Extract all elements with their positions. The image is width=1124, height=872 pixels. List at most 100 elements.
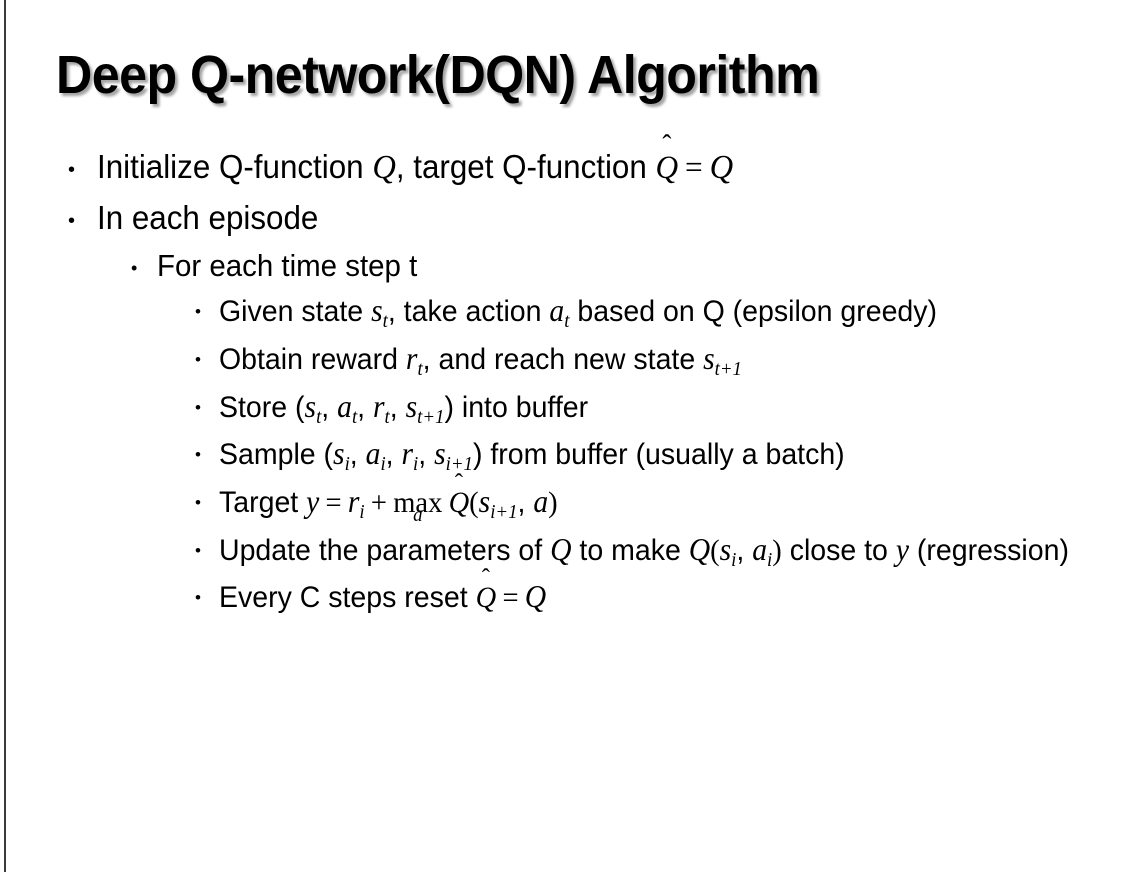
math-r: r [401, 436, 414, 472]
text-segment: , [517, 485, 534, 519]
text-segment: to make [571, 533, 689, 567]
math-q-hat: Q̂ [476, 578, 497, 617]
bullet-item-in-each-episode: • In each episode [0, 197, 1124, 239]
math-a: a [752, 531, 768, 567]
math-equals: = [502, 581, 519, 615]
bullet-marker: • [195, 540, 201, 560]
math-subscript: t [384, 405, 390, 428]
math-paren-open: ( [469, 485, 479, 519]
math-q: Q [372, 148, 396, 186]
bullet-marker: • [195, 349, 201, 369]
math-subscript: t [316, 405, 322, 428]
math-y: y [306, 483, 320, 519]
text-segment: , [389, 390, 406, 424]
bullet-item-update-parameters: • Update the parameters of Q to make Q(s… [0, 530, 1124, 574]
math-subscript: i [731, 548, 737, 571]
bullet-marker: • [195, 492, 201, 512]
bullet-marker: • [195, 588, 201, 608]
math-subscript: t+1 [417, 405, 445, 428]
text-segment: , [349, 438, 366, 472]
math-subscript: i [413, 453, 419, 476]
math-subscript: t+1 [714, 357, 742, 380]
math-subscript: t [351, 405, 358, 428]
math-subscript: i [380, 453, 386, 476]
math-paren-close: ) [772, 533, 782, 567]
math-s: s [478, 483, 491, 519]
bullet-item-every-c-steps-reset: • Every C steps reset Q̂=Q [0, 577, 1124, 618]
text-segment: , [357, 390, 374, 424]
math-q-hat: Q̂ [449, 483, 470, 522]
bullet-text: Store (st, at, rt, st+1) into buffer [219, 387, 1074, 431]
math-subscript: t [564, 310, 570, 333]
math-max-limit: a [413, 504, 423, 527]
math-q-hat: Q̂ [656, 146, 679, 189]
text-segment: ) from buffer (usually a batch) [472, 438, 845, 472]
math-s: s [371, 293, 383, 329]
text-segment: , [736, 533, 753, 567]
bullet-item-given-state: • Given state st, take action at based o… [0, 291, 1124, 335]
text-segment: , [321, 390, 338, 424]
slide-left-edge [4, 0, 6, 872]
math-paren-open: ( [710, 533, 720, 567]
math-subscript: i [344, 453, 350, 476]
math-paren-close: ) [548, 485, 558, 519]
bullet-marker: • [131, 258, 138, 279]
text-segment: ) into buffer [444, 390, 589, 424]
math-a: a [337, 388, 352, 424]
math-equals: = [325, 485, 342, 519]
math-max-name: max [393, 485, 443, 519]
text-segment: Given state [219, 295, 372, 329]
bullet-item-obtain-reward: • Obtain reward rt, and reach new state … [0, 339, 1124, 383]
math-s: s [719, 531, 732, 567]
text-segment: , [385, 438, 402, 472]
text-segment: , target Q-function [395, 148, 656, 185]
bullet-text: In each episode [97, 198, 319, 236]
math-subscript: i+1 [445, 453, 473, 476]
math-q: Q [688, 531, 711, 567]
math-r: r [405, 340, 418, 376]
text-segment: Update the parameters of [219, 533, 551, 567]
bullet-item-initialize: • Initialize Q-function Q, target Q-func… [0, 146, 1124, 190]
bullet-text: Obtain reward rt, and reach new state st… [219, 339, 1074, 383]
text-segment: Store ( [219, 390, 305, 424]
math-a: a [533, 483, 549, 519]
math-q-hat-base: Q [475, 581, 497, 615]
bullet-item-store-buffer: • Store (st, at, rt, st+1) into buffer [0, 387, 1124, 431]
text-segment: based on Q (epsilon greedy) [569, 295, 938, 329]
bullet-marker: • [195, 397, 201, 417]
math-subscript: i [359, 500, 365, 523]
math-subscript: t [382, 310, 388, 333]
text-segment: , take action [387, 295, 550, 329]
bullet-marker: • [195, 445, 201, 465]
math-s: s [434, 436, 446, 472]
math-a: a [549, 293, 565, 329]
math-q-hat-base: Q [448, 485, 470, 519]
text-segment: Sample ( [219, 438, 334, 472]
text-segment: Every C steps reset [219, 581, 476, 615]
math-y: y [895, 531, 909, 567]
text-segment: Obtain reward [219, 342, 406, 376]
math-q: Q [550, 531, 572, 567]
text-segment: Target [219, 485, 307, 519]
math-q: Q [524, 579, 547, 615]
page-title: Deep Q-network(DQN) Algorithm [56, 45, 820, 105]
slide-body: • Initialize Q-function Q, target Q-func… [0, 146, 1124, 622]
math-subscript: t [417, 357, 423, 380]
bullet-text: Every C steps reset Q̂=Q [219, 577, 1074, 618]
math-subscript: i [767, 548, 773, 571]
bullet-text: Update the parameters of Q to make Q(si,… [219, 530, 1074, 574]
math-equals: = [685, 150, 703, 186]
math-q: Q [709, 148, 734, 186]
text-segment: , [418, 438, 435, 472]
math-s: s [333, 436, 345, 472]
math-subscript: i+1 [490, 500, 518, 523]
math-s: s [304, 388, 317, 424]
bullet-marker: • [68, 209, 76, 232]
text-segment: , and reach new state [422, 342, 704, 376]
bullet-item-for-each-time-step: • For each time step t [0, 246, 1124, 285]
text-segment: (regression) [908, 533, 1069, 567]
math-q-hat-base: Q [655, 150, 679, 186]
